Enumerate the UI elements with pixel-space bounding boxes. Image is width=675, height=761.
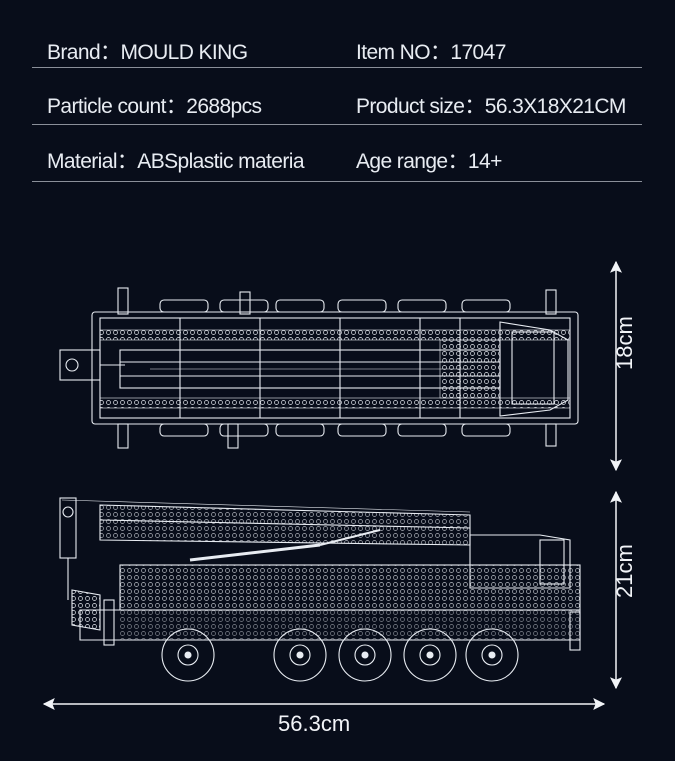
spec-row-brand: Brand：MOULD KING Item NO：17047	[32, 36, 642, 92]
brand-field: Brand：MOULD KING	[47, 36, 248, 66]
particle-count-field: Particle count：2688pcs	[47, 90, 262, 120]
particle-count-value: 2688pcs	[186, 95, 262, 118]
dimension-arrows	[42, 260, 622, 710]
material-value: ABSplastic materia	[137, 150, 304, 173]
side-view-wheels	[161, 628, 519, 682]
item-no-value: 17047	[450, 41, 506, 64]
brand-label: Brand：	[47, 41, 121, 64]
divider	[32, 181, 642, 182]
age-range-label: Age range：	[356, 150, 469, 173]
top-view-wheels	[159, 299, 511, 437]
width-dimension-label: 18cm	[612, 316, 637, 370]
age-range-value: 14+	[467, 150, 502, 173]
divider	[32, 67, 642, 68]
age-range-field: Age range：14+	[356, 145, 502, 175]
product-size-value: 56.3X18X21CM	[484, 95, 627, 118]
spec-row-particles: Particle count：2688pcs Product size：56.3…	[32, 90, 642, 146]
divider	[32, 124, 642, 125]
height-dimension-label: 21cm	[612, 544, 637, 598]
crane-side-view	[59, 497, 581, 682]
material-label: Material：	[47, 150, 138, 173]
spec-row-material: Material：ABSplastic materia Age range：14…	[32, 145, 642, 201]
length-dimension-label: 56.3cm	[278, 711, 351, 736]
item-no-label: Item NO：	[356, 41, 451, 64]
item-no-field: Item NO：17047	[356, 36, 506, 66]
crane-top-view	[59, 287, 579, 449]
material-field: Material：ABSplastic materia	[47, 145, 305, 175]
product-size-label: Product size：	[356, 95, 485, 118]
product-size-field: Product size：56.3X18X21CM	[356, 90, 626, 120]
particle-count-label: Particle count：	[47, 95, 187, 118]
brand-value: MOULD KING	[120, 41, 248, 64]
